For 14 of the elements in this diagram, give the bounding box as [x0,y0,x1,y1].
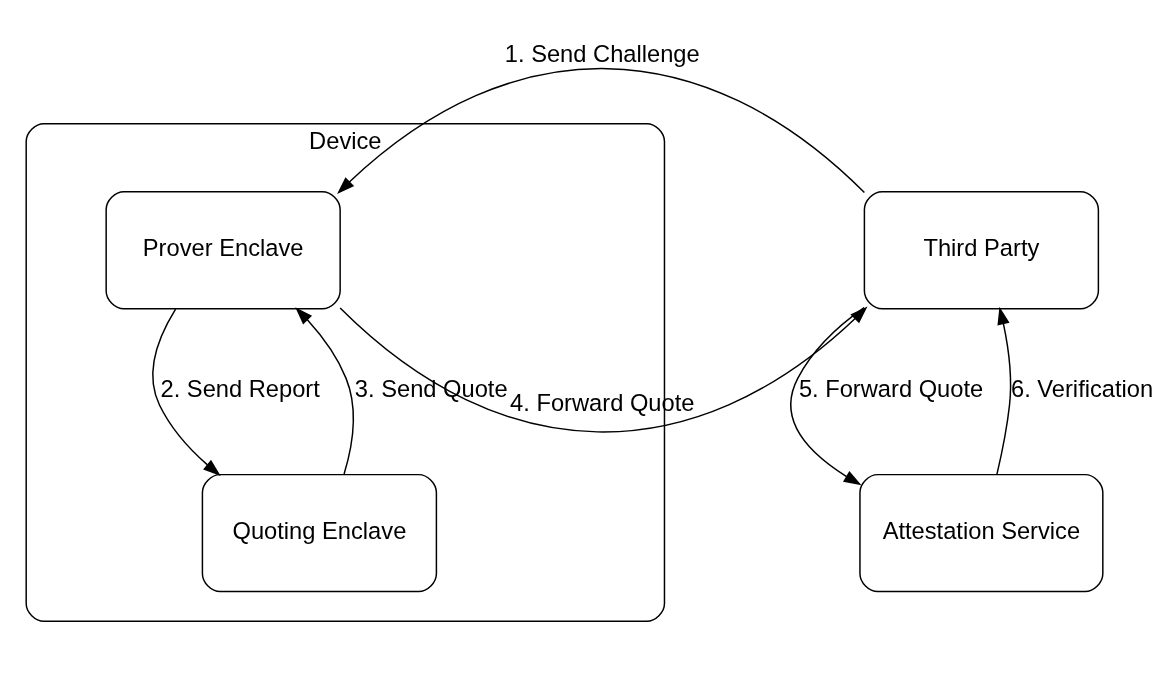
edge-label: 2. Send Report [160,375,320,402]
edge-label: 5. Forward Quote [798,375,984,402]
edge-label: 6. Verification [1010,375,1154,402]
node-box: Prover Enclave [105,190,341,309]
arrow [152,307,221,476]
arrow [996,306,1012,475]
arrow [337,67,866,194]
node-box: Quoting Enclave [201,473,438,592]
edge-label: 3. Send Quote [354,375,508,402]
node-box: Attestation Service [859,473,1104,592]
node-box: Third Party [863,190,1100,309]
edge-label: 1. Send Challenge [504,40,700,67]
arrow [790,306,865,485]
arrow [295,306,354,475]
